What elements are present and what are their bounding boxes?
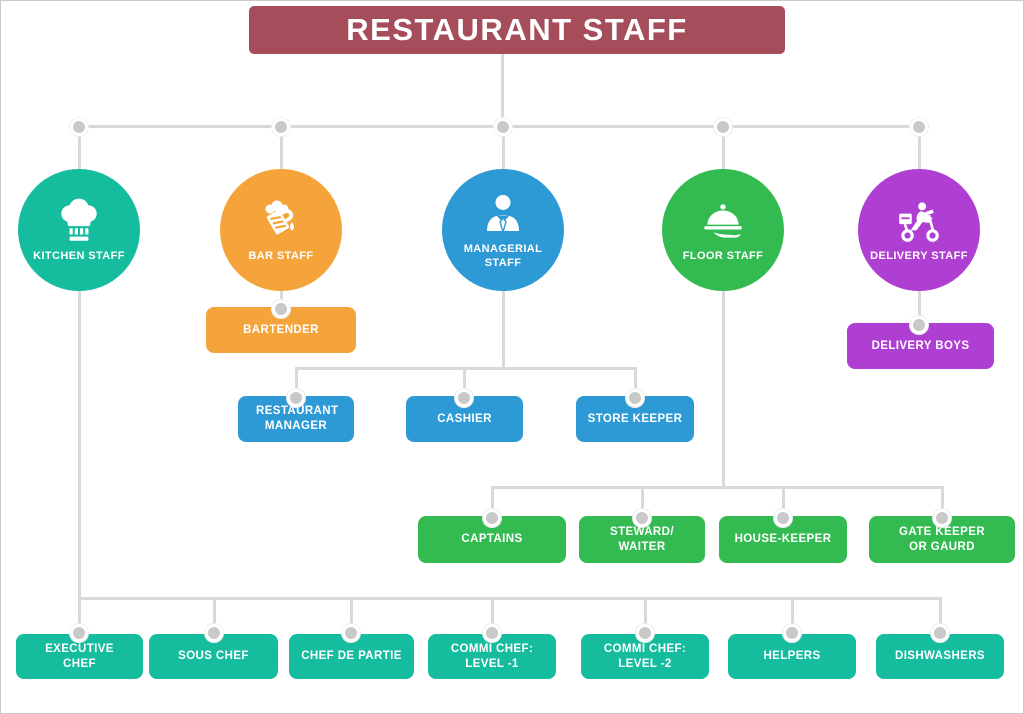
beer-mug-icon xyxy=(256,197,306,247)
connector-line xyxy=(781,486,785,518)
connector-line xyxy=(940,486,944,518)
connector-dot xyxy=(287,389,305,407)
connector-dot xyxy=(774,509,792,527)
connector-line xyxy=(294,367,298,398)
branch-label: DELIVERY STAFF xyxy=(870,249,968,262)
branch-managerial-staff: MANAGERIAL STAFF xyxy=(442,169,564,291)
connector-line xyxy=(492,486,943,489)
connector-line xyxy=(501,289,505,369)
connector-dot xyxy=(783,624,801,642)
connector-line xyxy=(917,127,921,173)
branch-bar-staff: BAR STAFF xyxy=(220,169,342,291)
connector-dot xyxy=(70,624,88,642)
node-label: DISHWASHERS xyxy=(894,650,986,663)
connector-dot xyxy=(626,389,644,407)
connector-dot xyxy=(633,509,651,527)
manager-person-icon xyxy=(478,190,528,240)
node-label: STEWARD/ WAITER xyxy=(610,525,674,553)
chef-hat-icon xyxy=(54,197,104,247)
branch-kitchen-staff: KITCHEN STAFF xyxy=(18,169,140,291)
node-label: EXECUTIVE CHEF xyxy=(45,642,114,670)
delivery-scooter-icon xyxy=(894,197,944,247)
connector-dot xyxy=(205,624,223,642)
connector-line xyxy=(790,597,794,633)
connector-line xyxy=(77,127,81,173)
connector-dot xyxy=(483,509,501,527)
connector-line xyxy=(212,597,216,633)
connector-line xyxy=(501,54,504,127)
connector-line xyxy=(490,597,494,633)
connector-dot xyxy=(494,118,512,136)
connector-line xyxy=(721,127,725,173)
node-label: CASHIER xyxy=(437,412,492,425)
branch-delivery-staff: DELIVERY STAFF xyxy=(858,169,980,291)
connector-dot xyxy=(910,118,928,136)
node-label: COMMI CHEF: LEVEL -1 xyxy=(450,642,534,670)
connector-line xyxy=(917,289,921,327)
node-label: HELPERS xyxy=(763,650,821,663)
connector-line xyxy=(77,597,81,633)
connector-line xyxy=(279,127,283,173)
connector-line xyxy=(938,597,942,633)
connector-dot xyxy=(272,300,290,318)
branch-label: KITCHEN STAFF xyxy=(33,249,125,262)
branch-label: BAR STAFF xyxy=(248,249,314,262)
node-steward-waiter: STEWARD/ WAITER xyxy=(579,516,705,563)
connector-line xyxy=(296,367,636,370)
connector-dot xyxy=(910,316,928,334)
connector-dot xyxy=(483,624,501,642)
connector-line xyxy=(643,597,647,633)
connector-line xyxy=(490,486,494,518)
connector-line xyxy=(349,597,353,633)
connector-dot xyxy=(714,118,732,136)
node-label: HOUSE-KEEPER xyxy=(734,533,832,546)
connector-line xyxy=(77,289,81,600)
connector-dot xyxy=(70,118,88,136)
connector-dot xyxy=(455,389,473,407)
connector-dot xyxy=(931,624,949,642)
connector-dot xyxy=(933,509,951,527)
connector-line xyxy=(633,367,637,398)
node-label: BARTENDER xyxy=(243,323,319,336)
node-label: CHEF DE PARTIE xyxy=(301,650,402,663)
connector-line xyxy=(501,127,505,173)
node-label: STORE KEEPER xyxy=(587,412,683,425)
branch-floor-staff: FLOOR STAFF xyxy=(662,169,784,291)
connector-line xyxy=(721,289,725,488)
connector-dot xyxy=(636,624,654,642)
page-title: RESTAURANT STAFF xyxy=(249,6,785,54)
node-label: GATE KEEPER OR GAURD xyxy=(899,525,985,553)
node-house-keeper: HOUSE-KEEPER xyxy=(719,516,847,563)
node-label: SOUS CHEF xyxy=(178,650,249,663)
connector-line xyxy=(462,367,466,398)
node-label: RESTAURANT MANAGER xyxy=(256,405,339,432)
connector-line xyxy=(640,486,644,518)
branch-label: FLOOR STAFF xyxy=(682,249,764,262)
connector-dot xyxy=(342,624,360,642)
node-label: DELIVERY BOYS xyxy=(871,339,970,352)
branch-label: MANAGERIAL STAFF xyxy=(463,242,543,269)
cloche-hand-icon xyxy=(698,197,748,247)
connector-line xyxy=(79,597,941,600)
node-label: CAPTAINS xyxy=(461,533,523,546)
node-label: COMMI CHEF: LEVEL -2 xyxy=(603,642,687,670)
connector-dot xyxy=(272,118,290,136)
